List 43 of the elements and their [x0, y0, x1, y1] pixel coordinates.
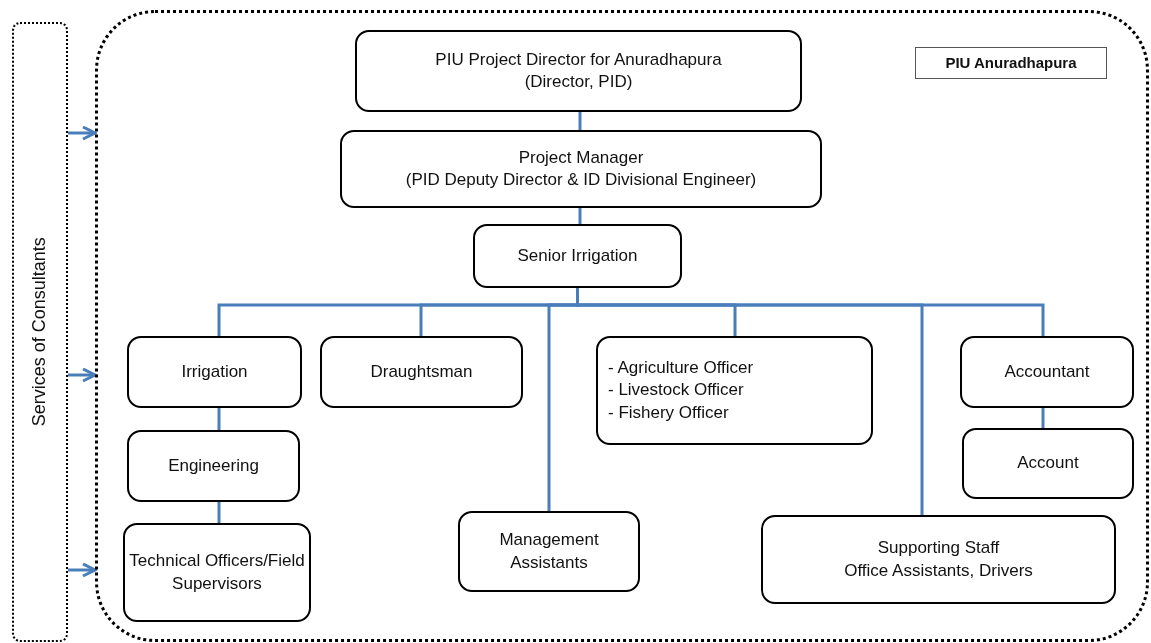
vertical-label: Services of Consultants: [28, 237, 51, 427]
org-box: [761, 515, 1116, 604]
box-label: Accountant: [1004, 360, 1090, 383]
arrow: [68, 562, 97, 578]
connector-line: [217, 502, 221, 523]
org-box: [960, 336, 1134, 408]
box-label: Office Assistants, Drivers: [844, 559, 1033, 582]
box-label: - Fishery Officer: [608, 401, 729, 424]
org-box: [596, 336, 873, 445]
box-label: PIU Project Director for Anuradhapura: [435, 48, 722, 71]
box-label: Management Assistants: [498, 529, 600, 574]
connector-line: [578, 112, 582, 130]
org-box: [458, 511, 640, 592]
consultants-panel: [12, 22, 68, 642]
box-label: Technical Officers/Field Supervisors: [128, 550, 306, 595]
org-box: [962, 428, 1134, 499]
org-box: [355, 30, 802, 112]
box-label: Senior Irrigation: [517, 244, 638, 267]
box-label: (PID Deputy Director & ID Divisional Engineer): [405, 169, 757, 191]
box-label: Supporting Staff: [877, 537, 1000, 560]
box-label: - Livestock Officer: [608, 379, 744, 402]
org-box: [473, 224, 682, 288]
box-label: (Director, PID): [524, 71, 633, 93]
unit-title-box: [915, 47, 1107, 79]
arrow: [68, 367, 97, 383]
box-label: Irrigation: [181, 360, 248, 383]
box-label: PIU Anuradhapura: [945, 53, 1077, 73]
connector-line: [1041, 408, 1045, 428]
box-label: Engineering: [168, 454, 259, 477]
box-label: - Agriculture Officer: [608, 357, 754, 380]
org-box: [320, 336, 523, 408]
org-box: [127, 430, 300, 502]
connector-line: [217, 408, 221, 430]
org-box: [127, 336, 302, 408]
connector-line: [576, 288, 1045, 336]
arrow: [68, 125, 97, 141]
box-label: Project Manager: [518, 146, 644, 169]
box-label: Account: [1017, 452, 1079, 475]
org-box: [340, 130, 822, 208]
org-box: [123, 523, 311, 622]
unit-boundary: [95, 10, 1149, 642]
box-label: Draughtsman: [370, 360, 473, 383]
connector-line: [578, 208, 582, 224]
